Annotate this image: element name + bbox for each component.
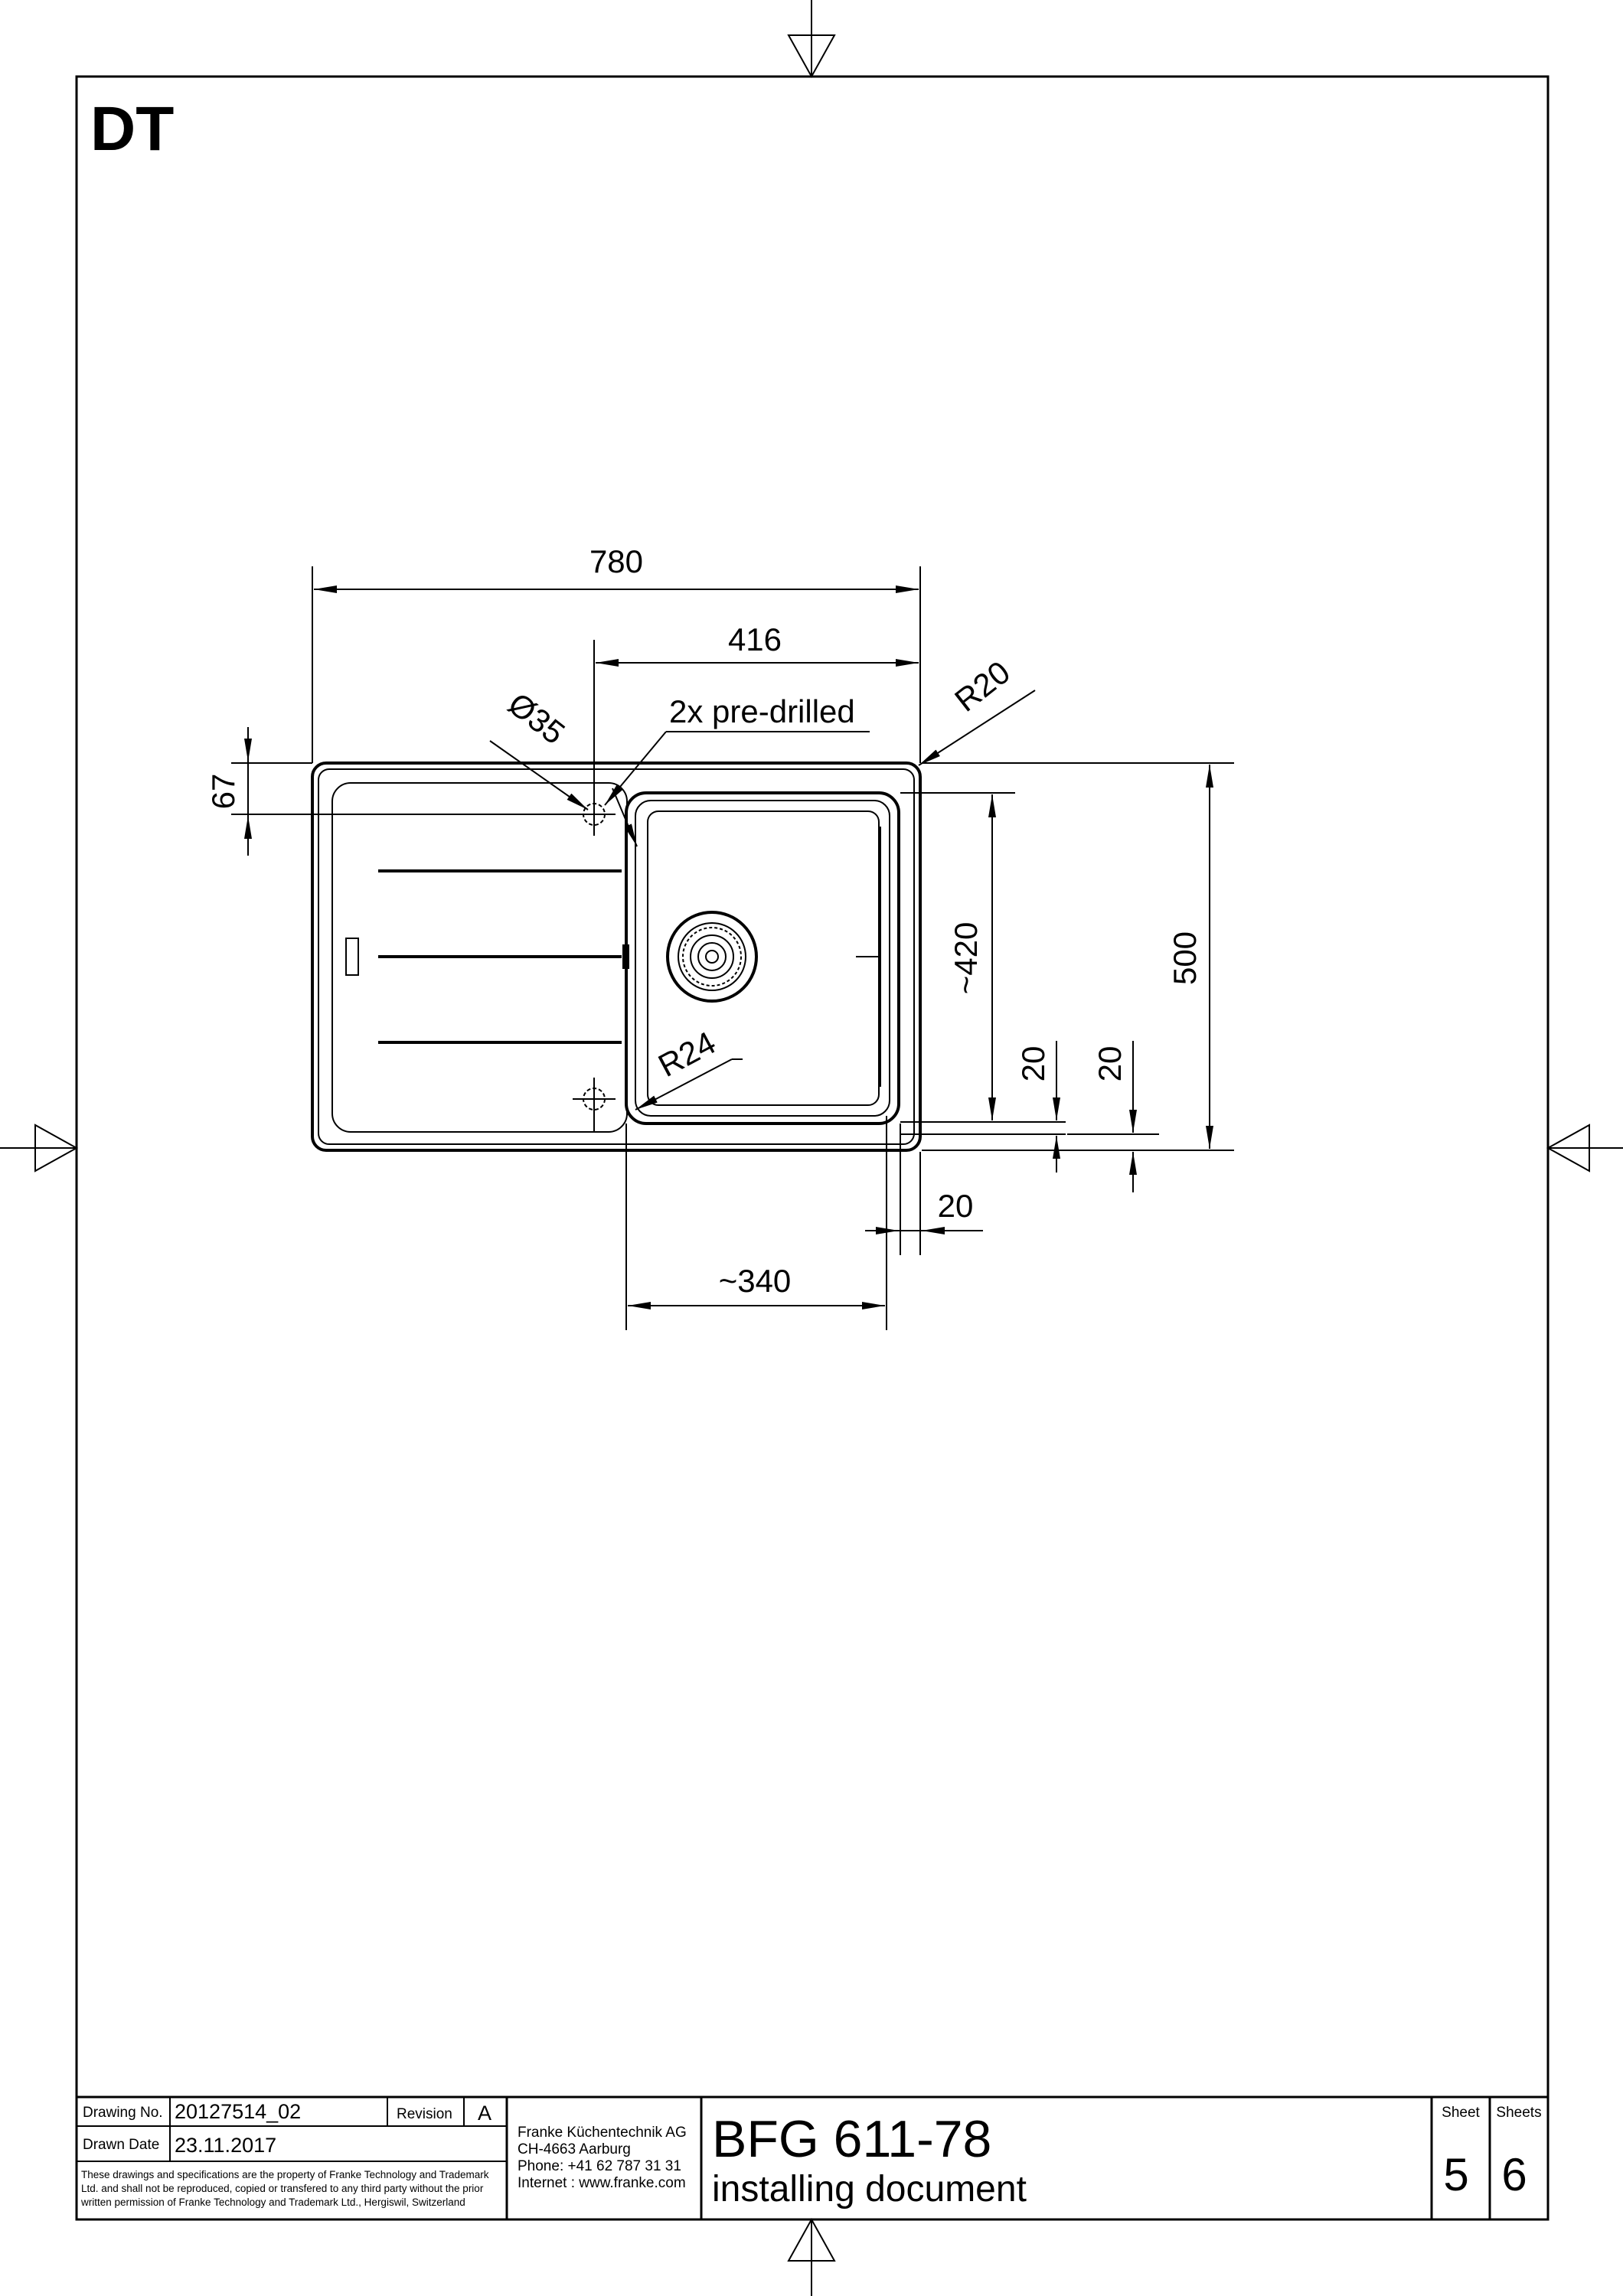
sink-outline — [311, 762, 922, 1152]
centering-mark-bottom — [787, 2217, 836, 2296]
company-internet: Internet : www.franke.com — [518, 2175, 686, 2191]
disclaimer-line-1: These drawings and specifications are th… — [81, 2169, 489, 2180]
svg-text:Ø35: Ø35 — [501, 686, 571, 752]
drawing-no: 20127514_02 — [175, 2100, 301, 2123]
document-type: installing document — [712, 2169, 1027, 2210]
sheets-label: Sheets — [1496, 2105, 1541, 2121]
dim-overall-width: 780 — [312, 543, 921, 763]
dim-margin-c: 20 — [865, 1124, 983, 1255]
dim-bowl-offset: 416 — [593, 621, 919, 796]
tap-hole-lower — [573, 1078, 616, 1133]
company-city: CH-4663 Aarburg — [518, 2141, 631, 2157]
revision: A — [478, 2102, 491, 2125]
drawing-frame — [75, 75, 1550, 2221]
svg-text:~420: ~420 — [948, 922, 984, 995]
model-title: BFG 611-78 — [712, 2110, 991, 2168]
dim-corner-radius: R20 — [918, 654, 1036, 766]
strainer-waste — [666, 911, 758, 1003]
centering-mark-left — [0, 1124, 79, 1172]
drawn-date: 23.11.2017 — [175, 2134, 276, 2157]
svg-text:416: 416 — [728, 621, 782, 657]
centering-mark-top — [787, 0, 836, 79]
svg-text:20: 20 — [1015, 1046, 1051, 1082]
svg-text:500: 500 — [1167, 931, 1203, 985]
company-phone: Phone: +41 62 787 31 31 — [518, 2158, 681, 2174]
svg-text:R24: R24 — [652, 1024, 721, 1084]
sheet-label: Sheet — [1442, 2105, 1480, 2121]
dim-hole-diameter: Ø35 — [489, 686, 589, 810]
disclaimer-line-2: Ltd. and shall not be reproduced, copied… — [81, 2183, 484, 2194]
sheets-total: 6 — [1501, 2149, 1527, 2200]
svg-text:67: 67 — [205, 774, 241, 810]
svg-text:2x pre-drilled: 2x pre-drilled — [669, 693, 855, 729]
svg-text:20: 20 — [1092, 1046, 1128, 1082]
svg-text:~340: ~340 — [719, 1263, 792, 1299]
centering-mark-right — [1546, 1124, 1623, 1172]
corner-mark: DT — [90, 94, 174, 164]
drawn-date-label: Drawn Date — [83, 2137, 159, 2153]
dim-margin-a: 20 — [900, 1041, 1066, 1172]
svg-text:780: 780 — [589, 543, 643, 579]
note-predrilled: 2x pre-drilled — [604, 693, 870, 847]
disclaimer-line-3: written permission of Franke Technology … — [80, 2197, 465, 2208]
dim-margin-b: 20 — [1067, 1041, 1159, 1192]
title-block: Drawing No. 20127514_02 Revision A Drawn… — [75, 2095, 1550, 2221]
company-name: Franke Küchentechnik AG — [518, 2125, 687, 2141]
dim-bowl-depth: ~420 — [900, 792, 1066, 1123]
sheet-number: 5 — [1443, 2149, 1468, 2200]
revision-label: Revision — [397, 2106, 452, 2122]
drawing-no-label: Drawing No. — [83, 2105, 163, 2121]
dim-hole-offset: 67 — [205, 727, 582, 856]
dim-bowl-width: ~340 — [625, 1116, 887, 1330]
dim-bowl-radius: R24 — [635, 1024, 743, 1110]
dim-overall-depth: 500 — [922, 762, 1234, 1151]
svg-text:20: 20 — [938, 1188, 974, 1224]
